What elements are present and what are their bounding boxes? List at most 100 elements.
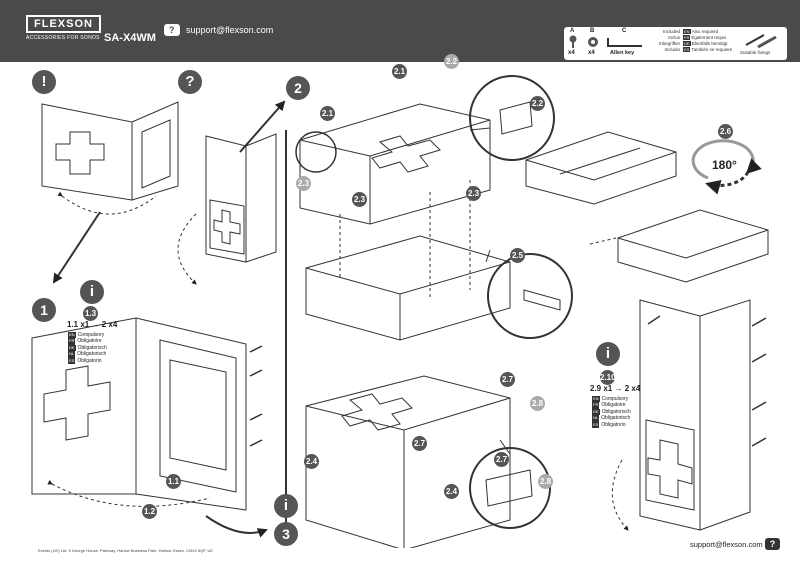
fixings-label: Suitable fixings <box>740 50 771 55</box>
arrow-right-icon: → <box>614 384 623 393</box>
bracket-initial <box>41 101 179 201</box>
bracket-rotate <box>205 133 277 263</box>
flag-fr: FR <box>592 402 600 409</box>
compulsory-nl: Obligatorisch <box>77 351 107 358</box>
part-c-label: C <box>622 28 627 34</box>
flag-es: ES <box>592 421 600 429</box>
included-en: Included <box>662 29 680 34</box>
required-en: Also required <box>691 29 719 34</box>
flag-en: EN <box>683 29 691 34</box>
substep-2-3-b: 2.3 <box>466 186 481 201</box>
tray-upper <box>299 103 491 225</box>
sequence-right: 2.9 x1 → 2 x4 <box>590 384 640 393</box>
compulsory-fr: Obligatoire <box>601 402 626 409</box>
flag-en: EN <box>592 396 600 403</box>
substep-2-1-detail: 2.1 <box>320 106 335 121</box>
required-fr: Également requis <box>691 35 727 40</box>
compulsory-es: Obligatorio <box>77 357 102 364</box>
required-de: Ebenfalls benötigt <box>691 41 728 46</box>
brand: FLEXSON ACCESSORIES FOR SONOS <box>26 14 101 41</box>
flag-nl: NL <box>592 415 600 422</box>
part-a-qty: x4 <box>568 50 575 56</box>
allen-key-name: Allen key <box>610 50 635 56</box>
model-number: SA-X4WM <box>104 32 156 44</box>
tray-rotate-bottom <box>617 209 769 283</box>
step-number-1: 1 <box>32 298 56 322</box>
part-b-qty: x4 <box>588 50 595 56</box>
zoom-detail-small <box>295 131 337 173</box>
included-fr: Inclus <box>668 35 680 40</box>
support-contact-footer: support@flexson.com ? <box>690 538 784 550</box>
support-email[interactable]: support@flexson.com <box>186 25 274 35</box>
bracket-right <box>639 299 751 531</box>
question-icon: ? <box>178 70 202 94</box>
substep-2-8-detail: 2.8 <box>538 474 553 489</box>
flag-de: DE <box>592 408 600 416</box>
substep-1-3: 1.3 <box>83 306 98 321</box>
substep-2-8: 2.8 <box>530 396 545 411</box>
sequence-left: 1.1 x1 → 2 x4 <box>67 320 117 329</box>
info-icon-step3: i <box>274 494 298 518</box>
support-bubble-icon: ? <box>164 24 180 36</box>
substep-2-3: 2.3 <box>352 192 367 207</box>
company-address: Exertis (UK) Ltd, 5 George House, Parkwa… <box>38 548 214 553</box>
substep-2-4-b: 2.4 <box>444 484 459 499</box>
washer-b-icon <box>588 37 598 47</box>
sequence-left-count: x4 <box>108 320 118 329</box>
part-b-label: B <box>590 28 595 34</box>
sequence-left-x: x1 <box>80 320 90 329</box>
compulsory-en: Compulsory <box>77 332 105 338</box>
bracket-step1 <box>31 317 247 511</box>
compulsory-es: Obligatorio <box>601 421 626 428</box>
tray-rotate-top <box>525 131 677 205</box>
assembly-step3 <box>305 375 511 548</box>
screw-a-icon <box>569 35 577 48</box>
substep-2-1: 2.1 <box>392 64 407 79</box>
sequence-right-a: 2.9 <box>590 384 602 393</box>
support-email-footer[interactable]: support@flexson.com <box>690 540 763 549</box>
flexson-logo: FLEXSON <box>26 15 101 33</box>
required-es: También se requiere <box>691 47 733 52</box>
step-number-3: 3 <box>274 522 298 546</box>
substep-2-2: 2.2 <box>444 54 459 69</box>
zoom-detail-top <box>469 75 555 161</box>
sequence-right-x: x1 <box>603 384 613 393</box>
substep-2-7: 2.7 <box>500 372 515 387</box>
substep-2-7-b: 2.7 <box>412 436 427 451</box>
assembly-drawing <box>31 75 769 548</box>
sequence-right-count: x4 <box>631 384 641 393</box>
zoom-detail-middle <box>487 253 573 339</box>
compulsory-de: Obligatorisch <box>601 408 631 415</box>
substep-2-7-detail: 2.7 <box>494 452 509 467</box>
flag-es: ES <box>683 47 691 52</box>
fixings-icon <box>745 34 777 49</box>
flag-fr: FR <box>68 338 76 345</box>
substep-2-5: 2.5 <box>510 248 525 263</box>
flag-nl: NL <box>68 351 76 358</box>
support-bubble-icon-footer: ? <box>764 538 781 550</box>
flag-fr: FR <box>683 35 691 40</box>
parts-list: A x4 B x4 C Allen key Included Inclus In… <box>564 27 787 60</box>
step-number-2: 2 <box>286 76 310 100</box>
tray-lower <box>305 235 511 341</box>
sequence-left-b: 2 <box>101 320 107 329</box>
flag-en: EN <box>68 332 76 339</box>
rotation-label: 180° <box>712 158 737 172</box>
flag-es: ES <box>68 357 76 365</box>
substep-1-2: 1.2 <box>142 504 157 519</box>
compulsory-en: Compulsory <box>601 396 629 402</box>
compulsory-de: Obligatorisch <box>77 344 107 351</box>
support-contact: ? support@flexson.com <box>164 24 273 36</box>
compulsory-fr: Obligatoire <box>77 338 102 345</box>
flag-de: DE <box>683 41 691 46</box>
info-icon-right: i <box>596 342 620 366</box>
part-a-label: A <box>570 28 575 34</box>
compulsory-nl: Obligatorisch <box>601 415 631 422</box>
substep-1-1: 1.1 <box>166 474 181 489</box>
brand-tagline: ACCESSORIES FOR SONOS <box>26 35 100 41</box>
allen-key-icon <box>607 38 642 47</box>
substep-2-10: 2.10 <box>600 370 616 385</box>
substep-2-3-detail: 2.3 <box>296 176 311 191</box>
